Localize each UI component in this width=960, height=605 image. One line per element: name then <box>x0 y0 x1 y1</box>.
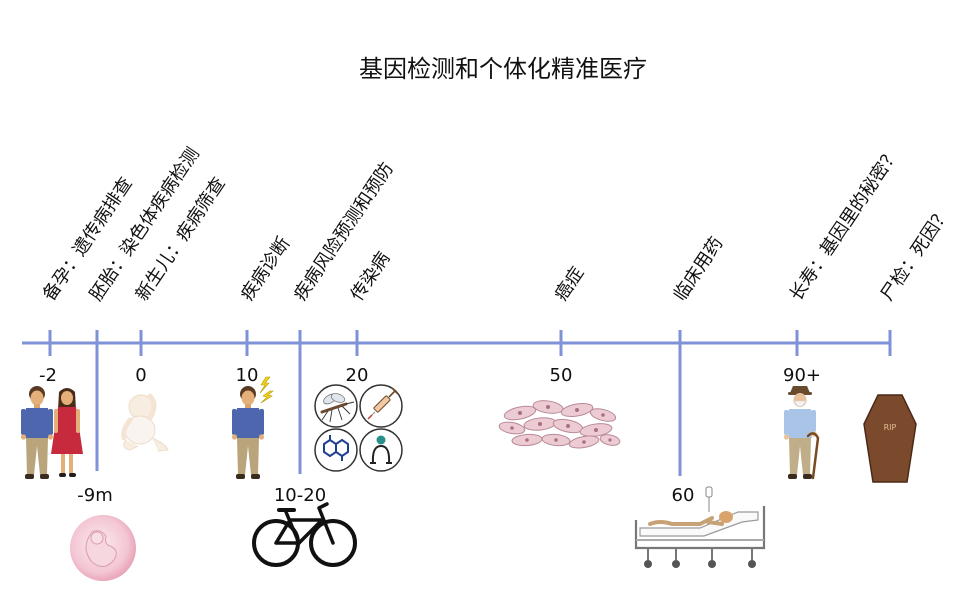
bicycle-icon <box>252 502 357 567</box>
stage-label-diagnosis: 疾病诊断 <box>237 233 295 304</box>
time-label-10: 10 <box>236 365 259 386</box>
baby-icon <box>121 393 169 452</box>
stage-label-autopsy: 尸检：死因？ <box>877 204 955 305</box>
molecule-icon <box>314 428 358 472</box>
stage-label-infectious: 传染病 <box>347 248 395 305</box>
sick-man-icon <box>231 376 274 479</box>
time-label-10-20: 10-20 <box>274 485 326 506</box>
lightning-icon <box>260 390 274 404</box>
time-label-60: 60 <box>672 485 695 506</box>
iv-stand-icon <box>705 486 713 512</box>
time-label-90-plus: 90+ <box>783 365 821 386</box>
time-label-minus-2: -2 <box>39 365 57 386</box>
time-label-minus-9m: -9m <box>77 485 112 506</box>
stage-label-cancer: 癌症 <box>551 263 589 305</box>
cells-icon <box>498 400 621 449</box>
infectious-disease-icons <box>314 384 403 472</box>
coffin-text: RIP <box>884 423 897 432</box>
old-man-icon <box>783 386 820 480</box>
mosquito-icon <box>314 384 358 428</box>
stethoscope-icon <box>359 428 403 472</box>
embryo-icon <box>70 515 136 581</box>
woman-figure <box>51 388 83 477</box>
syringe-icon <box>359 384 403 428</box>
coffin-icon: RIP <box>863 394 917 483</box>
time-label-20: 20 <box>346 365 369 386</box>
diagram-title: 基因检测和个体化精准医疗 <box>359 55 647 83</box>
stage-label-clinical-drugs: 临床用药 <box>670 233 728 304</box>
lightning-icon <box>259 376 271 394</box>
time-label-0: 0 <box>135 365 146 386</box>
time-label-50: 50 <box>550 365 573 386</box>
stage-label-risk-prediction: 疾病风险预测和预防 <box>290 159 398 305</box>
cane-icon <box>806 432 820 480</box>
hospital-bed-icon <box>634 486 766 568</box>
man-figure <box>20 386 54 479</box>
couple-icon <box>20 386 83 479</box>
patient-figure <box>231 386 265 479</box>
